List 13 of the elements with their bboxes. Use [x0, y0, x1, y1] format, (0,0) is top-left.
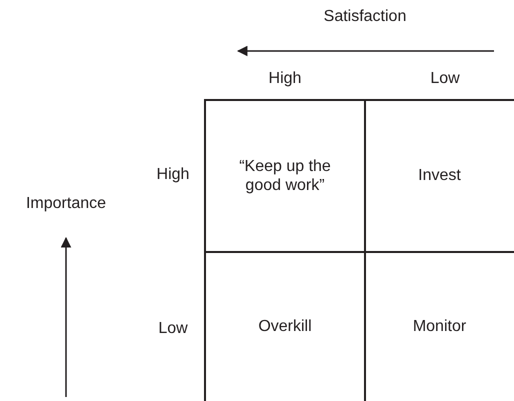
axis-title: Importance	[26, 195, 106, 213]
matrix-quadrant	[204, 99, 366, 253]
matrix-quadrant	[365, 99, 514, 253]
axis-value-label: Low	[430, 70, 460, 88]
matrix-quadrant	[204, 252, 366, 401]
axis-title: Satisfaction	[324, 8, 406, 26]
axis-value-label: Low	[158, 320, 188, 338]
axis-value-label: High	[268, 70, 302, 88]
quadrant-label: Monitor	[412, 316, 468, 336]
axis-value-label: High	[156, 166, 190, 184]
quadrant-label: “Keep up the good work”	[239, 156, 331, 196]
quadrant-label: Overkill	[257, 316, 313, 336]
quadrant-label: Invest	[417, 166, 462, 186]
